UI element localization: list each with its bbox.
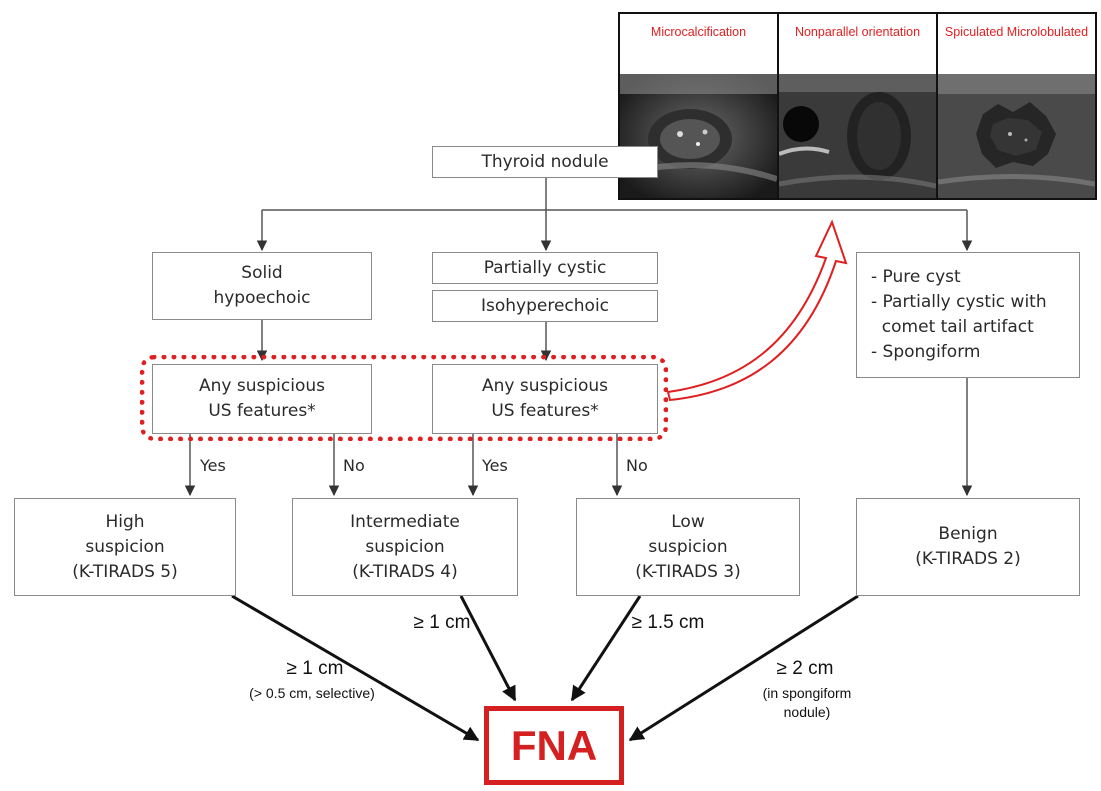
red-curved-arrow bbox=[666, 219, 848, 402]
partially-cystic-label: Partially cystic bbox=[483, 257, 607, 278]
benign-feature-comet-tail: comet tail artifact bbox=[871, 317, 1034, 337]
high-suspicion-box: High suspicion (K-TIRADS 5) bbox=[14, 498, 236, 596]
us-cell-microcalcification: Microcalcification bbox=[620, 14, 779, 198]
ultrasound-image-spiculated bbox=[938, 74, 1095, 198]
solid-hypoechoic-box: Solid hypoechoic bbox=[152, 252, 372, 320]
high-line2: suspicion bbox=[85, 536, 165, 557]
yes-left-label: Yes bbox=[200, 456, 226, 475]
suspicious-right-box: Any suspicious US features* bbox=[432, 364, 658, 434]
suspicious-left-line2: US features* bbox=[208, 401, 316, 421]
us-header-text: Spiculated bbox=[944, 25, 1004, 39]
suspicious-left-line1: Any suspicious bbox=[199, 376, 325, 396]
low-suspicion-box: Low suspicion (K-TIRADS 3) bbox=[576, 498, 800, 596]
partially-cystic-box: Partially cystic bbox=[432, 252, 658, 284]
low-line2: suspicion bbox=[648, 536, 728, 557]
no-left-label: No bbox=[343, 456, 365, 475]
intermediate-line2: suspicion bbox=[365, 536, 445, 557]
benign-note-line2: nodule) bbox=[783, 704, 831, 720]
us-header-spiculated: Spiculated Microlobulated bbox=[938, 14, 1095, 74]
intermediate-line3: (K-TIRADS 4) bbox=[352, 561, 458, 582]
ultrasound-image-microcalcification bbox=[620, 74, 777, 198]
benign-features-box: - Pure cyst - Partially cystic with come… bbox=[856, 252, 1080, 378]
suspicious-features-highlight bbox=[140, 355, 668, 441]
high-note-label: (> 0.5 cm, selective) bbox=[249, 685, 375, 701]
solid-label-line2: hypoechoic bbox=[213, 288, 311, 308]
us-header-text: orientation bbox=[861, 25, 921, 39]
solid-label-line1: Solid bbox=[241, 263, 283, 283]
us-header-text: Nonparallel bbox=[794, 25, 859, 39]
us-header-text: Microlobulated bbox=[1006, 25, 1089, 39]
us-cell-spiculated: Spiculated Microlobulated bbox=[938, 14, 1095, 198]
arrow-high-to-fna bbox=[231, 594, 480, 742]
intermediate-line1: Intermediate bbox=[350, 511, 460, 532]
thyroid-nodule-box: Thyroid nodule bbox=[432, 146, 658, 178]
arrow-intermediate-to-fna bbox=[459, 595, 517, 702]
low-line1: Low bbox=[671, 511, 705, 532]
benign-feature-partially-cystic: - Partially cystic with bbox=[871, 292, 1047, 312]
suspicious-right-line1: Any suspicious bbox=[482, 376, 608, 396]
no-right-label: No bbox=[626, 456, 648, 475]
benign-box: Benign (K-TIRADS 2) bbox=[856, 498, 1080, 596]
us-header-nonparallel: Nonparallel orientation bbox=[779, 14, 936, 74]
thyroid-nodule-label: Thyroid nodule bbox=[481, 151, 609, 172]
benign-line1: Benign bbox=[938, 524, 998, 544]
us-header-text: Microcalcification bbox=[650, 25, 747, 39]
high-line3: (K-TIRADS 5) bbox=[72, 561, 178, 582]
ultrasound-image-nonparallel bbox=[779, 74, 936, 198]
intermediate-suspicion-box: Intermediate suspicion (K-TIRADS 4) bbox=[292, 498, 518, 596]
low-size-label: ≥ 1.5 cm bbox=[631, 612, 705, 633]
fna-label: FNA bbox=[510, 721, 598, 769]
high-size-label: ≥ 1 cm bbox=[286, 658, 344, 679]
benign-line2: (K-TIRADS 2) bbox=[915, 549, 1021, 569]
us-cell-nonparallel: Nonparallel orientation bbox=[779, 14, 938, 198]
arrow-low-to-fna bbox=[570, 595, 642, 702]
isohyperechoic-box: Isohyperechoic bbox=[432, 290, 658, 322]
ultrasound-image-panel: Microcalcification Nonparallel bbox=[618, 12, 1097, 200]
benign-size-label: ≥ 2 cm bbox=[776, 658, 834, 679]
benign-note-line1: (in spongiform bbox=[762, 685, 852, 701]
benign-feature-pure-cyst: - Pure cyst bbox=[871, 267, 961, 287]
suspicious-left-box: Any suspicious US features* bbox=[152, 364, 372, 434]
us-header-microcalcification: Microcalcification bbox=[620, 14, 777, 74]
high-line1: High bbox=[105, 511, 145, 532]
fna-box: FNA bbox=[484, 706, 624, 785]
benign-feature-spongiform: - Spongiform bbox=[871, 342, 981, 362]
benign-note-label: (in spongiform nodule) bbox=[752, 684, 862, 722]
arrow-benign-to-fna bbox=[628, 594, 859, 742]
yes-right-label: Yes bbox=[482, 456, 508, 475]
intermediate-size-label: ≥ 1 cm bbox=[413, 612, 471, 633]
isohyperechoic-label: Isohyperechoic bbox=[480, 295, 610, 316]
low-line3: (K-TIRADS 3) bbox=[635, 561, 741, 582]
suspicious-right-line2: US features* bbox=[491, 401, 599, 421]
